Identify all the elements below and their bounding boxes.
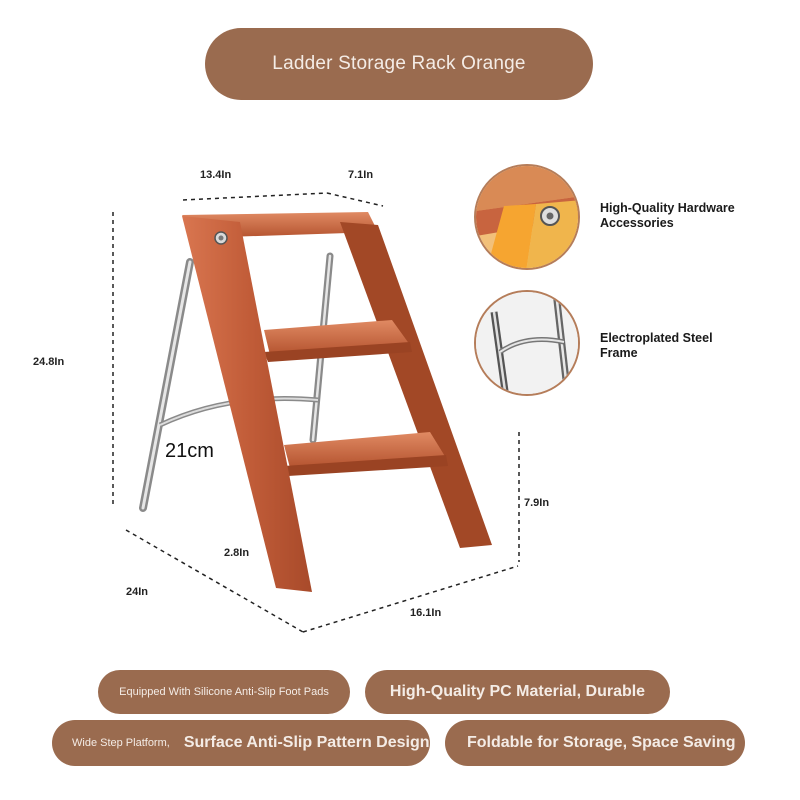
dimension-lines [112,192,520,633]
feature-anti-slip-pads-label: Equipped With Silicone Anti-Slip Foot Pa… [119,686,329,698]
dim-step-height: 7.9In [524,497,550,509]
title-banner: Ladder Storage Rack Orange [205,28,593,100]
steel-frame-detail-image [474,290,580,396]
dim-top-depth: 7.1In [348,169,374,181]
dim-step-gap: 21cm [165,440,214,462]
feature-foldable-label: Foldable for Storage, Space Saving [467,734,736,751]
callout-steel-frame-label: Electroplated Steel Frame [600,331,713,360]
ladder-body [182,212,492,592]
dim-base-width: 16.1In [410,607,442,619]
feature-pc-material: High-Quality PC Material, Durable [365,670,670,714]
product-title: Ladder Storage Rack Orange [272,53,526,74]
feature-anti-slip-pattern-label: Surface Anti-Slip Pattern Design [183,734,430,751]
feature-wide-step-label: Wide Step Platform, [72,737,170,749]
dim-top-width: 13.4In [200,169,232,181]
feature-wide-step: Wide Step Platform, Surface Anti-Slip Pa… [52,720,430,766]
callout-hardware-label: High-Quality Hardware Accessories [600,201,735,230]
dim-step-depth: 2.8In [224,547,250,559]
feature-foldable: Foldable for Storage, Space Saving [445,720,745,766]
hardware-detail-image [474,164,580,270]
feature-pc-material-label: High-Quality PC Material, Durable [389,683,646,700]
dim-height: 24.8In [33,356,65,368]
dim-base-depth: 24In [126,586,149,598]
feature-anti-slip-pads: Equipped With Silicone Anti-Slip Foot Pa… [98,670,350,714]
